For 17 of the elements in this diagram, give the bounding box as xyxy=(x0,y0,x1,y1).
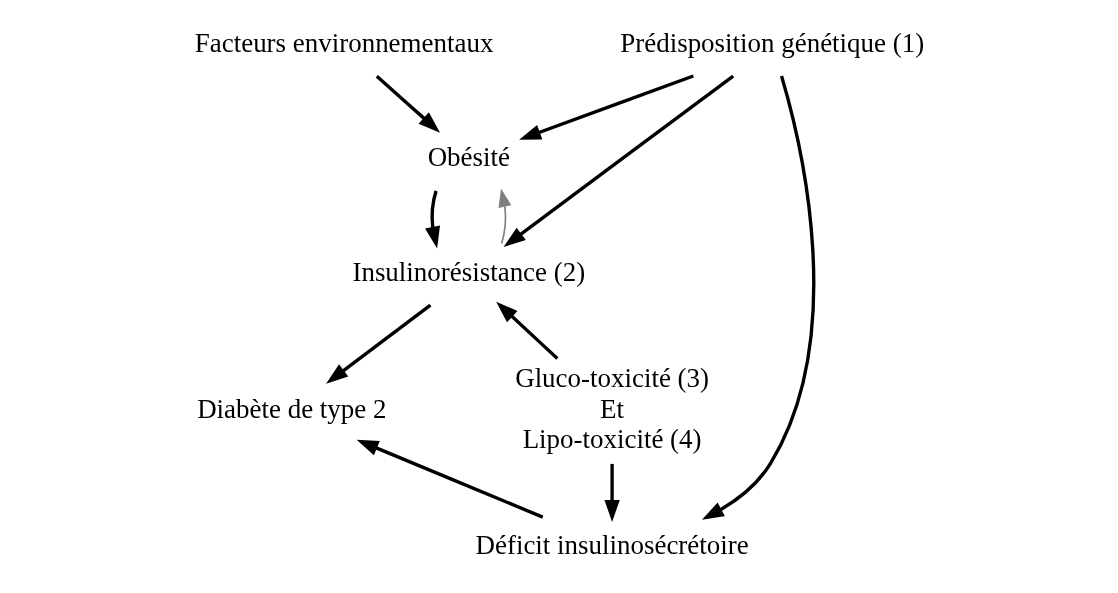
node-text: Prédisposition génétique (1) xyxy=(620,27,925,58)
arrow xyxy=(425,190,441,249)
arrow xyxy=(498,188,512,245)
arrow xyxy=(356,439,544,519)
arrow xyxy=(604,463,620,522)
node-text: Insulinorésistance (2) xyxy=(352,256,586,287)
arrow xyxy=(519,74,694,140)
arrow xyxy=(701,75,816,520)
arrow xyxy=(375,75,441,133)
node-text: Diabète de type 2 xyxy=(197,393,387,424)
node-text: Facteurs environnementaux xyxy=(194,27,494,58)
arrow xyxy=(326,303,432,384)
arrow xyxy=(503,74,735,247)
node-text: Obésité xyxy=(427,142,510,173)
node-text: Déficit insulinosécrétoire xyxy=(475,530,749,561)
arrow xyxy=(496,301,559,360)
node-text: Gluco-toxicité (3) Et Lipo-toxicité (4) xyxy=(515,363,710,454)
